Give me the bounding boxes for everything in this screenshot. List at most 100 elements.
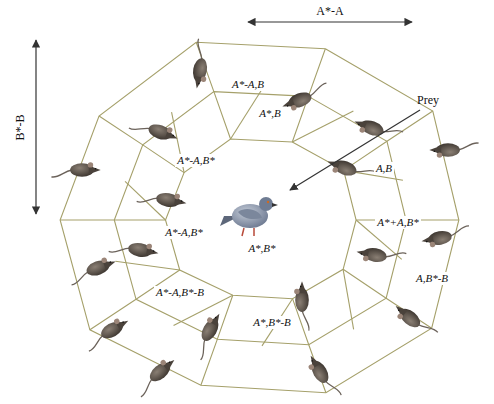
cell-label: A*-A,B* xyxy=(175,154,217,167)
rat-eye xyxy=(215,317,217,319)
rat-tail xyxy=(307,83,329,97)
rat-eye xyxy=(122,321,124,323)
rat-ear xyxy=(396,313,404,321)
rat-figure xyxy=(280,83,331,114)
rat-ear xyxy=(113,318,120,325)
bird-eye xyxy=(267,201,269,203)
rat-tail xyxy=(458,143,478,150)
prey-bird xyxy=(220,197,278,236)
cell-label: A*-A,B* xyxy=(163,226,205,239)
rat-tail xyxy=(137,379,157,398)
rat-figure xyxy=(51,162,100,177)
web-spoke xyxy=(90,270,180,330)
bird-legs xyxy=(242,228,254,236)
rat-tail xyxy=(137,195,158,206)
dimension-arrows xyxy=(36,22,420,214)
cell-label: A,B*-B xyxy=(414,272,450,285)
rat-body xyxy=(331,158,358,179)
rat-ear xyxy=(166,127,173,134)
rat-body xyxy=(358,118,385,139)
rat-ear xyxy=(101,257,108,264)
rat-eye xyxy=(109,261,111,263)
rat-ear xyxy=(429,241,435,247)
rat-figure xyxy=(352,115,403,146)
rat-eye xyxy=(198,83,200,85)
rat-figure xyxy=(304,352,342,402)
rat-body xyxy=(146,122,173,143)
web-spoke xyxy=(99,116,184,173)
dimension-label: B*-B xyxy=(13,112,26,142)
cell-label: A,B xyxy=(374,162,394,175)
rat-eye xyxy=(358,124,360,126)
bird-wing xyxy=(238,209,262,219)
pointer-label: Prey xyxy=(415,94,441,107)
rat-figure xyxy=(420,226,471,249)
web-spoke xyxy=(343,269,354,329)
rat-figure xyxy=(391,301,438,344)
rat-figure xyxy=(82,314,132,352)
rat-figure xyxy=(137,187,188,210)
rat-ear xyxy=(437,152,442,157)
web-ring xyxy=(60,42,459,392)
dimension-label: A*-A xyxy=(314,5,345,18)
web-spoke xyxy=(115,261,179,270)
rat-ear xyxy=(88,162,93,167)
rat-figure xyxy=(325,155,376,186)
rat-figure xyxy=(132,354,179,397)
bird-head xyxy=(259,197,273,211)
web-lines xyxy=(60,42,459,392)
rat-head xyxy=(353,118,367,130)
rat-ear xyxy=(146,243,152,249)
vertical-dimension-arrow xyxy=(35,40,36,214)
rat-figure xyxy=(129,114,180,145)
rat-eye xyxy=(169,361,171,363)
predator-figures xyxy=(51,39,478,403)
web-spoke xyxy=(174,295,233,325)
rat-figure xyxy=(294,281,309,330)
rat-figure xyxy=(188,310,226,360)
rat-eye xyxy=(398,309,400,311)
rat-tail xyxy=(449,226,470,237)
rat-tail xyxy=(195,339,211,360)
rat-tail xyxy=(195,39,206,60)
rat-eye xyxy=(287,105,289,107)
bird-beak xyxy=(272,203,278,207)
cell-label: A*-A,B xyxy=(230,78,266,91)
rat-tail xyxy=(302,310,309,330)
cell-label: A*,B* xyxy=(246,242,277,255)
prey-pointer-arrow xyxy=(290,110,420,190)
rat-eye xyxy=(300,286,302,288)
rat-figure xyxy=(190,39,213,90)
cell-label: A*+A,B* xyxy=(375,216,420,229)
rat-body xyxy=(147,359,174,385)
rat-eye xyxy=(95,168,97,170)
web-spoke xyxy=(292,111,353,142)
rat-eye xyxy=(153,250,155,252)
cell-label: A*-A,B*-B xyxy=(154,286,206,299)
rat-tail xyxy=(385,250,406,261)
rat-figure xyxy=(429,143,478,158)
rat-body xyxy=(98,318,125,342)
rat-tail xyxy=(109,245,130,256)
rat-tail xyxy=(418,319,438,338)
rat-eye xyxy=(172,134,174,136)
rat-ear xyxy=(290,104,297,111)
rat-ear xyxy=(332,166,339,173)
rat-ear xyxy=(294,289,299,294)
rat-eye xyxy=(426,241,428,243)
web-ring xyxy=(114,92,406,345)
web-ring xyxy=(165,139,356,299)
rat-eye xyxy=(181,200,183,202)
cell-label: A*,B xyxy=(257,107,283,120)
rat-ear xyxy=(363,255,369,261)
rat-ear xyxy=(206,316,213,323)
rat-ear xyxy=(174,193,180,199)
rat-ear xyxy=(308,363,315,370)
cell-label: A*,B*-B xyxy=(251,316,293,329)
rat-figure xyxy=(355,245,406,268)
rat-eye xyxy=(360,253,362,255)
rat-ear xyxy=(159,359,167,367)
